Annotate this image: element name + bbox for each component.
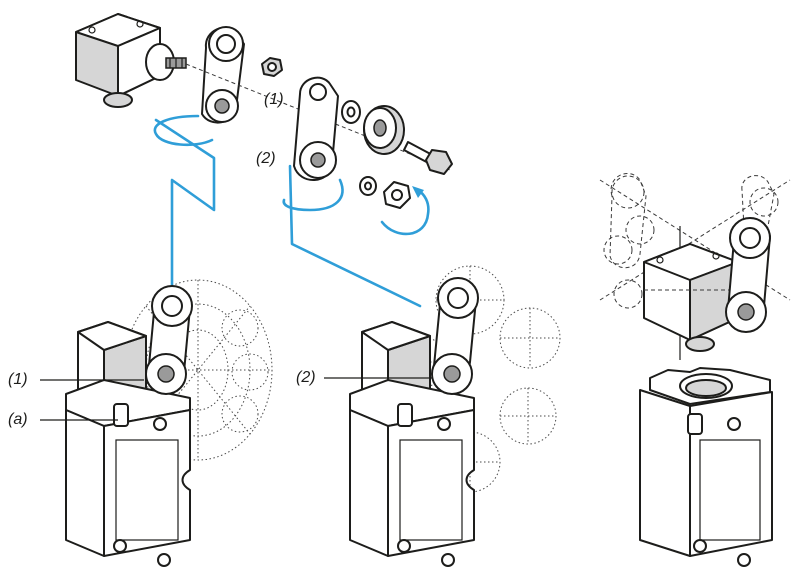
exploded-lower-washer [359,176,377,196]
right-limit-switch [599,172,791,567]
rotation-arrow-mid [282,178,344,212]
left-limit-switch [40,279,273,567]
guide-line-right [288,164,422,308]
exploded-bolt [403,141,453,175]
guide-line-left [154,118,216,292]
rotation-arrow-nut [380,188,430,236]
callout-a-left: (a) [8,411,28,428]
exploded-small-nut [261,57,283,77]
exploded-lower-nut [383,181,411,209]
exploded-washer [341,100,361,124]
callout-1-left: (1) [8,371,28,388]
exploded-head-block [75,13,187,108]
exploded-roller [363,105,405,155]
callout-2-middle: (2) [296,369,316,386]
middle-limit-switch [324,265,561,567]
callout-2-top: (2) [256,150,276,167]
rotation-arrow-head [412,186,424,198]
exploded-lever-arm-1 [201,26,245,124]
callout-1-top: (1) [264,91,284,108]
rotation-arrow-top [153,114,214,147]
exploded-lever-arm-2 [293,76,339,181]
